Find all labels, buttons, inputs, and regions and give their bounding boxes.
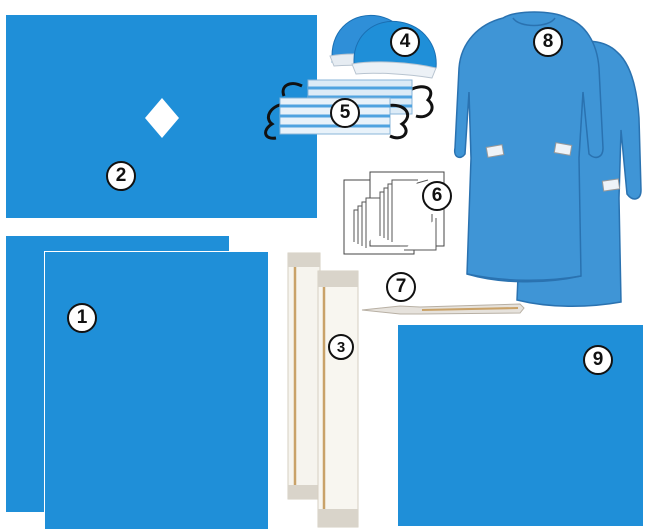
item-number-2: 2 — [106, 161, 136, 191]
surgical-marker — [361, 303, 525, 315]
fenestration-opening — [145, 98, 179, 138]
paper-towels — [343, 171, 445, 255]
item-number-5: 5 — [330, 98, 360, 128]
surgical-gowns — [453, 11, 642, 308]
surgical-caps — [329, 14, 437, 79]
item-number-7: 7 — [386, 272, 416, 302]
item-number-6: 6 — [422, 181, 452, 211]
item-number-8: 8 — [533, 27, 563, 57]
drape-sheet-front — [45, 252, 268, 529]
item-number-9: 9 — [583, 345, 613, 375]
adhesive-tape-strips — [287, 252, 359, 528]
face-masks — [264, 79, 434, 140]
item-number-3: 3 — [328, 334, 354, 360]
item-number-1: 1 — [67, 303, 97, 333]
item-number-4: 4 — [390, 27, 420, 57]
